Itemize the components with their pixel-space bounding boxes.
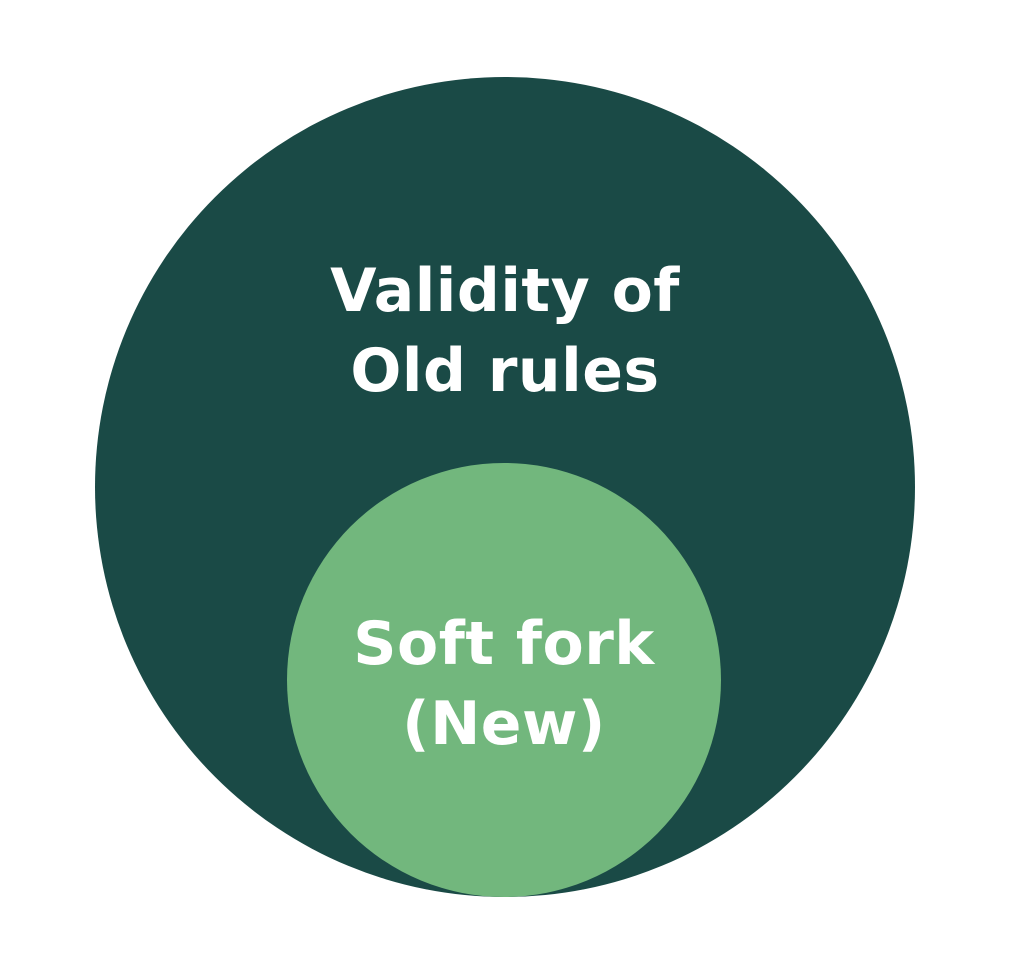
soft-fork-label-line1: Soft fork [353, 609, 655, 679]
soft-fork-circle [287, 463, 721, 897]
soft-fork-label: Soft fork (New) [304, 604, 704, 764]
soft-fork-label-line2: (New) [402, 689, 606, 759]
old-rules-label-line1: Validity of [330, 256, 680, 326]
old-rules-label-line2: Old rules [350, 336, 660, 406]
old-rules-label: Validity of Old rules [205, 251, 805, 411]
